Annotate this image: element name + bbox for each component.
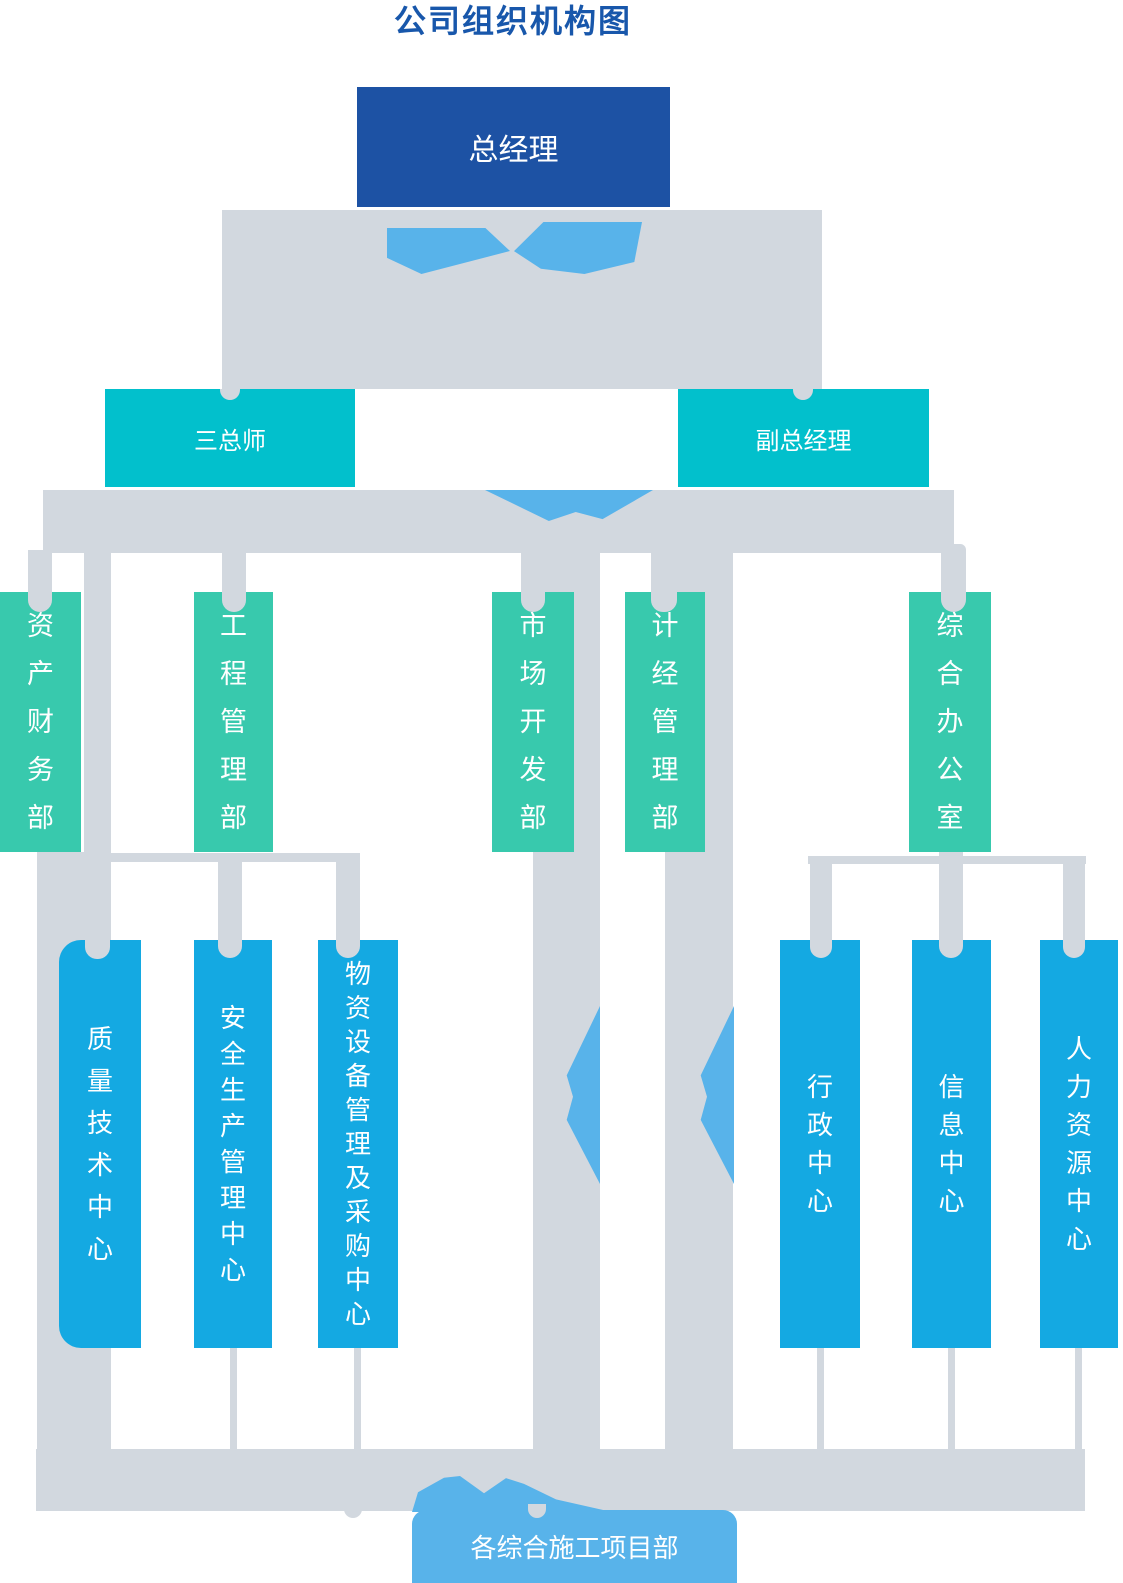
- node-dept-market-dev: 市场开发部: [492, 592, 574, 852]
- node-center-quality-tech: 质量技术中心: [59, 940, 141, 1348]
- connector-drop-hr: [1075, 1348, 1082, 1449]
- node-label: 资产财务部: [27, 611, 54, 833]
- node-dept-asset-finance: 资产财务部: [0, 592, 81, 852]
- connector-drop-materials-top: [336, 853, 360, 958]
- node-label: 工程管理部: [220, 611, 247, 833]
- connector-drop-safety: [230, 1348, 237, 1449]
- node-label: 质量技术中心: [86, 1024, 113, 1264]
- connector-drop-hr-top: [1063, 860, 1085, 958]
- connector-drop-admin: [817, 1348, 824, 1449]
- node-label: 总经理: [468, 134, 559, 167]
- connector-cap-bottom-right: [528, 1504, 546, 1518]
- node-center-administration: 行政中心: [780, 940, 860, 1348]
- node-label: 物资设备管理及采购中心: [344, 959, 371, 1329]
- connector-drop-info-top: [939, 852, 963, 958]
- connector-drop-asset-finance: [28, 550, 52, 612]
- node-label: 市场开发部: [519, 611, 547, 833]
- node-label: 安全生产管理中心: [219, 1003, 246, 1285]
- connector-drop-engineering: [222, 550, 246, 612]
- node-label: 人力资源中心: [1065, 1034, 1092, 1254]
- node-dept-planning-economics: 计经管理部: [625, 592, 705, 852]
- page-title: 公司组织机构图: [393, 3, 632, 39]
- connector-cap-bottom-left: [344, 1504, 362, 1518]
- connector-cap-quality: [85, 940, 110, 959]
- node-deputy-general-manager: 副总经理: [678, 389, 929, 487]
- node-center-information: 信息中心: [912, 940, 991, 1348]
- node-center-materials-equipment: 物资设备管理及采购中心: [318, 940, 398, 1348]
- connector-drop-info: [948, 1348, 955, 1449]
- connector-drop-materials: [354, 1348, 361, 1449]
- node-project-departments: 各综合施工项目部: [412, 1510, 737, 1583]
- connector-drop-safety-top: [218, 853, 242, 958]
- connector-drop-market-dev: [521, 550, 545, 612]
- node-dept-general-office: 综合办公室: [909, 592, 991, 852]
- node-label: 信息中心: [938, 1072, 965, 1216]
- node-label: 综合办公室: [936, 611, 964, 833]
- connector-mid-band: [43, 490, 954, 553]
- connector-drop-planning: [651, 550, 677, 612]
- node-dept-engineering: 工程管理部: [194, 592, 273, 852]
- connector-drop-admin-top: [810, 860, 832, 958]
- connector-cap-deputy: [793, 389, 813, 400]
- node-label: 三总师: [194, 427, 266, 455]
- node-label: 副总经理: [755, 427, 852, 455]
- node-center-hr: 人力资源中心: [1040, 940, 1118, 1348]
- node-label: 计经管理部: [651, 611, 679, 833]
- node-label: 行政中心: [806, 1072, 833, 1216]
- node-label: 各综合施工项目部: [470, 1533, 679, 1563]
- connector-top-block: [222, 210, 822, 389]
- connector-left-bar-upper: [84, 548, 111, 854]
- connector-cap-chief: [220, 389, 240, 400]
- node-chief-engineers: 三总师: [105, 389, 355, 487]
- connector-drop-general-office: [941, 544, 966, 612]
- node-center-safety-production: 安全生产管理中心: [194, 940, 272, 1348]
- node-general-manager: 总经理: [357, 87, 670, 207]
